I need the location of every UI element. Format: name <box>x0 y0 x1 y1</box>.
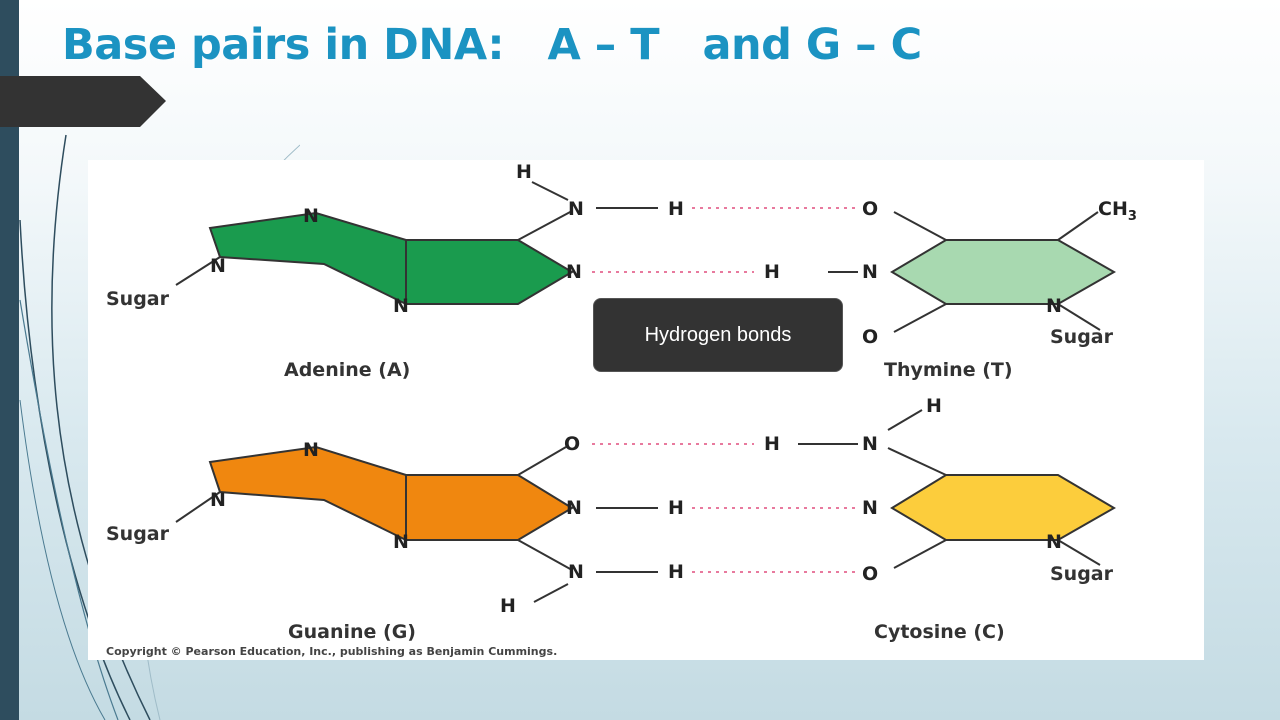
thymine-o2: O <box>862 326 878 348</box>
left-accent-bar <box>0 0 19 720</box>
cytosine-n1: N <box>1046 531 1062 553</box>
guanine-sugar: Sugar <box>106 523 170 545</box>
guanine-amino-h1: H <box>668 561 684 583</box>
slide-title: Base pairs in DNA: A – T and G – C <box>62 20 922 70</box>
thymine-ring <box>890 239 1117 305</box>
cytosine-amino-h1: H <box>926 395 942 417</box>
adenine-n7: N <box>303 205 319 227</box>
thymine-n3: N <box>862 261 878 283</box>
guanine-amino-h2: H <box>500 595 516 617</box>
adenine-amino-h1: H <box>516 161 532 183</box>
adenine-sugar: Sugar <box>106 288 170 310</box>
cytosine-amino-h2: H <box>764 433 780 455</box>
guanine-label: Guanine (G) <box>288 621 416 643</box>
cytosine-n3: N <box>862 497 878 519</box>
guanine-n9: N <box>210 489 226 511</box>
cytosine-label: Cytosine (C) <box>874 621 1005 643</box>
adenine-label: Adenine (A) <box>284 359 410 381</box>
adenine-amino-n: N <box>568 198 584 220</box>
copyright-notice: Copyright © Pearson Education, Inc., pub… <box>106 645 557 658</box>
cytosine-ring <box>890 474 1116 541</box>
thymine-sugar: Sugar <box>1050 326 1114 348</box>
hydrogen-bonds-callout: Hydrogen bonds <box>593 298 843 372</box>
title-arrow-tab <box>0 76 166 127</box>
thymine-n1: N <box>1046 295 1062 317</box>
guanine-n1: N <box>566 497 582 519</box>
adenine-amino-h2: H <box>668 198 684 220</box>
adenine-n1: N <box>566 261 582 283</box>
cytosine-amino-n: N <box>862 433 878 455</box>
thymine-n3-h: H <box>764 261 780 283</box>
adenine-ring <box>208 211 574 305</box>
thymine-methyl: CH3 <box>1098 198 1137 224</box>
adenine-n3: N <box>393 295 409 317</box>
guanine-n3: N <box>393 531 409 553</box>
guanine-n1-h: H <box>668 497 684 519</box>
cytosine-sugar: Sugar <box>1050 563 1114 585</box>
thymine-o4: O <box>862 198 878 220</box>
thymine-label: Thymine (T) <box>884 359 1013 381</box>
guanine-ring <box>208 445 574 541</box>
guanine-amino-n: N <box>568 561 584 583</box>
adenine-n9: N <box>210 255 226 277</box>
base-pair-diagram: N N N N N H H Sugar Adenine (A) O N O N … <box>88 160 1204 660</box>
guanine-n7: N <box>303 439 319 461</box>
guanine-o6: O <box>564 433 580 455</box>
cytosine-o2: O <box>862 563 878 585</box>
